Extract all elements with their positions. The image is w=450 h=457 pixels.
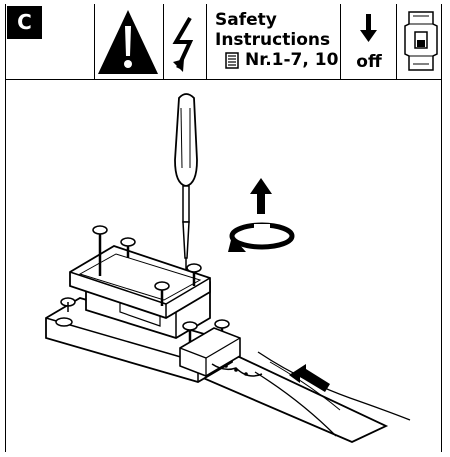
off-label: off [356, 52, 382, 72]
screw-3 [154, 281, 170, 306]
header-divider [5, 4, 441, 80]
screwdriver-icon [174, 93, 198, 270]
frame-right-border [441, 4, 442, 452]
power-off-cell: off [341, 4, 397, 79]
frame-left-border [5, 4, 6, 452]
screw-1 [92, 225, 108, 276]
insert-arrow-icon [289, 364, 330, 392]
terminal-block [179, 327, 263, 377]
assembly-illustration [45, 93, 411, 443]
breaker-cell [397, 4, 443, 79]
electric-shock-icon [172, 16, 194, 72]
up-arrow-icon [250, 178, 272, 214]
step-badge: C [7, 6, 42, 39]
shock-cell [164, 4, 207, 79]
screw-4 [186, 263, 202, 286]
warning-cell [95, 4, 164, 79]
instruction-reference: Nr.1-7, 10 [225, 50, 340, 70]
rotate-arrow-icon [228, 222, 295, 252]
safety-banner: Safety Instructions Nr.1-7, 10 off [94, 4, 442, 79]
reference-numbers: Nr.1-7, 10 [245, 50, 339, 70]
safety-title: Safety [215, 10, 277, 30]
housing-lid [69, 245, 211, 319]
cable-strip [178, 344, 411, 443]
down-arrow-icon [360, 14, 377, 42]
screw-2 [120, 237, 136, 258]
warning-triangle-icon [98, 10, 158, 74]
safety-subtitle: Instructions [215, 30, 331, 50]
circuit-breaker-icon [404, 11, 438, 71]
safety-instructions-cell: Safety Instructions Nr.1-7, 10 [207, 4, 341, 79]
document-icon [225, 51, 239, 69]
